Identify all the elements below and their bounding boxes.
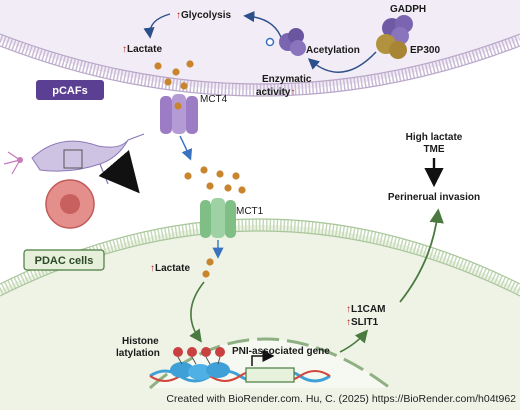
pcaf-cancer-cell-illustration [3,133,145,229]
pcafs-badge: pCAFs [36,80,104,100]
lactate-top-label: ↑Lactate [122,44,162,55]
arrow-lactate-to-histone [189,281,205,343]
arrow-gene-to-l1cam [339,329,369,353]
lactate-cell-label: ↑Lactate [150,263,190,274]
mct1-transporter-icon [200,198,236,238]
enzyme-complex-icon [265,28,306,56]
dna-histone-icon [149,347,331,383]
footer-credit: Created with BioRender.com. Hu, C. (2025… [166,393,516,405]
svg-text:pCAFs: pCAFs [52,85,87,97]
arrow-mct4-down [179,135,193,161]
pdac-cells-badge: PDAC cells [23,249,105,271]
arrow-to-perineural-invasion [399,208,444,303]
svg-text:↑Glycolysis: ↑Glycolysis [176,10,231,21]
high-lactate-label: High lactate [406,132,463,143]
glycolysis-label: ↑Glycolysis [176,10,231,21]
svg-text:↑Lactate: ↑Lactate [122,44,162,55]
perineural-invasion-label: Perinerual invasion [388,192,480,203]
pni-gene-label: PNI-associated gene [232,346,330,357]
tme-label: TME [423,144,444,155]
mct4-transporter-icon [160,94,198,134]
slit1-label: ↑SLIT1 [346,317,379,328]
lactate-dots-top [154,60,194,90]
ep300-label: EP300 [410,45,440,56]
mct1-label: MCT1 [236,206,264,217]
lactate-dots-middle [184,166,246,194]
histone-label-line2: latylation [116,348,160,359]
svg-text:activity↑: activity↑ [256,87,295,98]
svg-text:Enzymatic: Enzymatic [262,74,312,85]
histone-label-line1: Histone [122,336,159,347]
l1cam-label: ↑L1CAM [346,304,385,315]
mct4-label: MCT4 [200,94,228,105]
arrow-acetylation [307,51,377,73]
enzymatic-activity-label: Enzymatic activity↑ [256,74,312,98]
gadph-ep300-complex-icon [376,15,413,59]
lactate-dots-cell [202,258,214,278]
arrow-enzyme-to-glycolysis [243,10,283,41]
acetylation-label: Acetylation [306,45,360,56]
svg-text:PDAC cells: PDAC cells [35,255,94,267]
svg-text:↑Lactate: ↑Lactate [150,263,190,274]
arrow-glycolysis-to-lactate [143,13,171,39]
gadph-label: GADPH [390,4,426,15]
